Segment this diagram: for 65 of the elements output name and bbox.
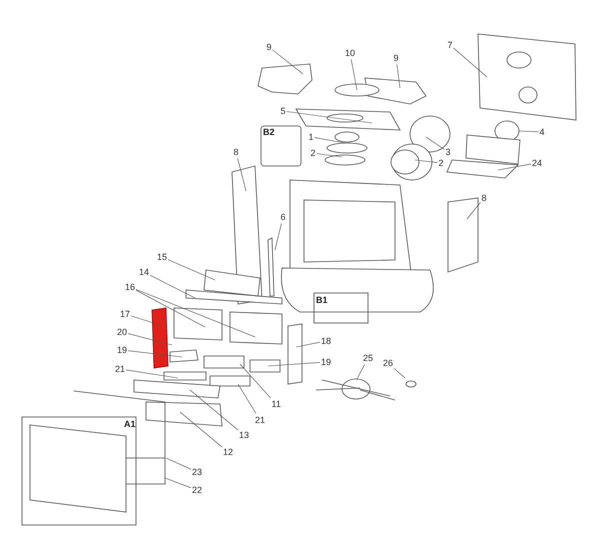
detail-label: A1 xyxy=(124,419,136,429)
leader-line xyxy=(126,370,178,378)
callout-number: 19 xyxy=(117,344,128,356)
leader-line xyxy=(130,316,160,326)
leader-line xyxy=(180,412,222,448)
leader-line xyxy=(396,64,400,88)
leader-line xyxy=(128,333,172,346)
callout-number: 5 xyxy=(280,106,286,116)
leader-line xyxy=(190,390,238,430)
detail-label: B2 xyxy=(263,127,275,137)
callout-number: 13 xyxy=(239,430,250,440)
callout-number: 10 xyxy=(345,48,356,58)
callout-number: 6 xyxy=(280,212,286,222)
callout-number: 26 xyxy=(383,358,394,368)
leader-line xyxy=(453,48,488,78)
callout-number: 11 xyxy=(272,398,281,410)
callout-number: 21 xyxy=(115,364,126,374)
callout-number: 25 xyxy=(363,352,374,364)
callout-number: 19 xyxy=(321,356,332,368)
leader-line xyxy=(136,289,256,338)
leader-line xyxy=(296,342,320,348)
leader-line xyxy=(128,350,182,358)
leader-line xyxy=(414,160,438,163)
callout-number: 24 xyxy=(532,158,542,168)
callout-number: 21 xyxy=(255,414,266,426)
leader-line xyxy=(150,274,196,298)
callout-number: 9 xyxy=(394,52,399,64)
leader-line xyxy=(166,458,192,470)
callout-number: 9 xyxy=(266,42,272,52)
leader-line xyxy=(466,202,481,220)
leader-line xyxy=(394,368,406,378)
callout-number: 8 xyxy=(482,192,487,204)
leader-line xyxy=(518,130,539,132)
leader-line xyxy=(272,50,304,74)
callout-number: 16 xyxy=(125,282,136,292)
leader-line xyxy=(314,137,346,144)
leader-line xyxy=(240,364,271,398)
callout-number: 3 xyxy=(446,146,451,158)
leader-line xyxy=(426,136,445,150)
callout-number: 22 xyxy=(192,484,202,496)
callout-number: 8 xyxy=(234,146,239,158)
leader-line xyxy=(168,259,216,280)
callout-number: 23 xyxy=(192,466,202,478)
leader-line xyxy=(268,362,320,366)
callout-number: 7 xyxy=(448,40,453,50)
leader-line xyxy=(316,153,342,158)
leader-line xyxy=(356,364,365,380)
callout-number: 2 xyxy=(310,148,316,158)
leader-line xyxy=(238,384,256,414)
leader-line xyxy=(274,223,282,250)
leader-line xyxy=(164,478,192,488)
callout-number: 20 xyxy=(117,326,128,338)
callout-number: 14 xyxy=(139,266,150,278)
leader-line xyxy=(136,290,206,328)
callout-number: 4 xyxy=(540,126,545,138)
callout-number: 12 xyxy=(223,446,234,458)
callout-number: 1 xyxy=(308,132,314,142)
leader-line xyxy=(498,164,532,170)
callout-number: 18 xyxy=(321,336,332,346)
callout-number: 17 xyxy=(120,308,130,320)
callout-number: 2 xyxy=(438,158,444,168)
callout-number: 15 xyxy=(157,252,168,262)
detail-label: B1 xyxy=(316,295,328,305)
leader-line xyxy=(237,158,246,192)
leader-line xyxy=(350,59,358,90)
